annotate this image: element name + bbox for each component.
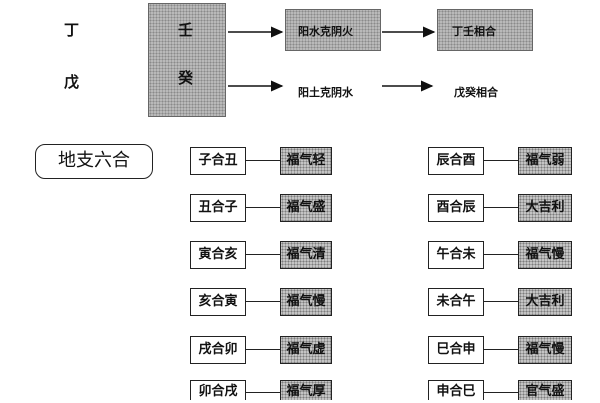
right-result-1: 福气弱 <box>518 147 572 175</box>
right-result-2: 大吉利 <box>518 194 572 222</box>
left-connector-3 <box>246 254 280 255</box>
stem-label-ding: 丁 <box>64 21 80 39</box>
left-result-3: 福气清 <box>280 241 332 269</box>
right-connector-6 <box>484 392 518 393</box>
left-connector-1 <box>246 160 280 161</box>
result-box-row1 <box>437 9 533 51</box>
left-combo-1: 子合丑 <box>190 147 246 175</box>
left-connector-2 <box>246 207 280 208</box>
left-result-4: 福气慢 <box>280 288 332 316</box>
stem-pair-block <box>148 3 226 117</box>
left-combo-4: 亥合寅 <box>190 288 246 316</box>
result-text-row2: 戊癸相合 <box>454 86 498 99</box>
left-combo-2: 丑合子 <box>190 194 246 222</box>
left-result-2: 福气盛 <box>280 194 332 222</box>
right-connector-1 <box>484 160 518 161</box>
right-connector-3 <box>484 254 518 255</box>
stem-ren: 壬 <box>178 21 194 39</box>
right-result-3: 福气慢 <box>518 241 572 269</box>
left-result-5: 福气虚 <box>280 336 332 364</box>
relation-text-row2: 阳土克阴水 <box>298 86 353 99</box>
right-connector-5 <box>484 349 518 350</box>
section-title: 地支六合 <box>35 144 153 179</box>
stem-label-wu: 戊 <box>64 73 80 91</box>
right-combo-5: 巳合申 <box>428 336 484 364</box>
right-combo-2: 酉合辰 <box>428 194 484 222</box>
right-result-6: 官气盛 <box>518 380 572 400</box>
right-result-5: 福气慢 <box>518 336 572 364</box>
left-combo-6: 卯合戌 <box>190 380 246 400</box>
left-connector-5 <box>246 349 280 350</box>
left-combo-3: 寅合亥 <box>190 241 246 269</box>
relation-box-row1 <box>285 9 381 51</box>
left-connector-4 <box>246 301 280 302</box>
relation-text-row1: 阳水克阴火 <box>298 25 353 38</box>
right-combo-4: 未合午 <box>428 288 484 316</box>
stem-gui: 癸 <box>178 69 194 87</box>
right-connector-4 <box>484 301 518 302</box>
right-combo-1: 辰合酉 <box>428 147 484 175</box>
left-result-1: 福气轻 <box>280 147 332 175</box>
right-result-4: 大吉利 <box>518 288 572 316</box>
right-combo-6: 申合巳 <box>428 380 484 400</box>
left-result-6: 福气厚 <box>280 380 332 400</box>
right-combo-3: 午合未 <box>428 241 484 269</box>
left-combo-5: 戌合卯 <box>190 336 246 364</box>
result-text-row1: 丁壬相合 <box>452 25 496 38</box>
left-connector-6 <box>246 392 280 393</box>
right-connector-2 <box>484 207 518 208</box>
